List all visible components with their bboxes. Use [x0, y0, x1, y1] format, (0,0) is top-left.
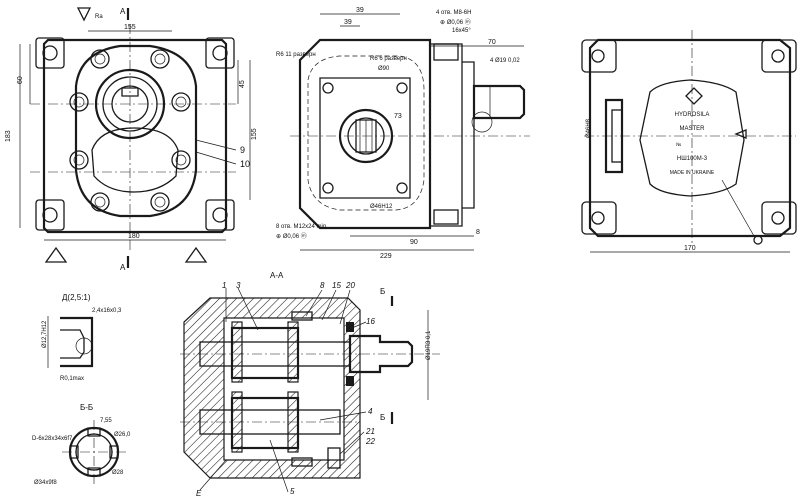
side-view: 39 39 229 90 8 70 73 R6 6 разверн R6 11 … — [276, 7, 530, 260]
dim-16x45: 16x45° — [452, 28, 471, 34]
number-label: № — [676, 142, 681, 148]
callout-9: 9 — [240, 145, 245, 155]
callout-1: 1 — [222, 281, 226, 290]
bb-label-e: 7,55 — [100, 418, 112, 424]
detail-d-title: Д(2,5:1) — [62, 293, 91, 302]
dim-183: 183 — [5, 130, 12, 142]
dim-70: 70 — [488, 39, 496, 46]
dim-73: 73 — [394, 113, 402, 120]
bb-label-d: Ø34x9f8 — [34, 480, 57, 486]
dim-39a: 39 — [356, 7, 364, 14]
bb-label-b: Ø26,0 — [114, 432, 131, 438]
brand-label: HYDROSILA — [675, 112, 710, 118]
section-bb-title: Б-Б — [80, 403, 93, 412]
section-bb: Б-Б 7,55 Ø26,0 D-6x28x34x6f7 Ø28 Ø34x9f8 — [32, 403, 131, 486]
front-view: 155 183 60 45 155 180 9 10 Ra A A — [5, 7, 258, 272]
dim-90: 90 — [410, 239, 418, 246]
dim-155v: 155 — [251, 128, 258, 140]
origin-label: MADE IN UKRAINE — [670, 170, 715, 176]
callout-e: Е — [196, 489, 202, 498]
dim-phi-shaft: Ø19ПЗ 0,1 — [426, 330, 432, 360]
detail-label-a: 2,4x16x0,3 — [92, 308, 122, 314]
callout-16: 16 — [366, 317, 375, 326]
dim-229: 229 — [380, 253, 392, 260]
rear-dim-phi: Ø46H8 — [586, 118, 592, 138]
section-callouts: 1 3 8 15 20 16 4 21 22 5 Е — [196, 281, 375, 498]
dim-155: 155 — [124, 24, 136, 31]
dim-8: 8 — [476, 229, 480, 236]
section-b-bottom: Б — [380, 413, 385, 422]
bore-label: R6 6 разверн — [370, 56, 407, 62]
callout-15: 15 — [332, 281, 341, 290]
bore-label-2: R6 11 разверн — [276, 52, 316, 58]
bb-label-c: Ø28 — [112, 470, 124, 476]
tolerance-2: ⊕ Ø0,06 ⓜ — [276, 232, 307, 240]
section-mark-bottom: A — [120, 263, 126, 272]
dim-45: 45 — [239, 80, 246, 88]
callout-4: 4 — [368, 407, 373, 416]
flange-phi: Ø46H12 — [370, 204, 393, 210]
callout-21: 21 — [365, 427, 375, 436]
dim-170: 170 — [684, 245, 696, 252]
bolt-label: 8 отв. M12x24 min — [276, 224, 326, 230]
roughness-label: Ra — [95, 14, 103, 20]
dim-39b: 39 — [344, 19, 352, 26]
front-bolt-holes — [69, 49, 191, 212]
callout-20: 20 — [345, 281, 355, 290]
rear-view: HYDROSILA MASTER № НШ100М-3 MADE IN UKRA… — [581, 30, 797, 253]
section-b-top: Б — [380, 287, 385, 296]
shaft-label: 4 Ø19 0,02 — [490, 58, 520, 64]
callout-10: 10 — [240, 159, 250, 169]
section-aa-title: А-А — [270, 271, 284, 280]
section-mark-top: A — [120, 7, 126, 16]
detail-label-b: Ø12,7H12 — [42, 320, 48, 348]
detail-label-c: R0,1max — [60, 376, 84, 382]
bore-phi: Ø90 — [378, 66, 390, 72]
bb-label-a: D-6x28x34x6f7 — [32, 436, 73, 442]
callout-3: 3 — [236, 281, 241, 290]
callout-5: 5 — [290, 487, 295, 496]
model-label: MASTER — [679, 126, 705, 132]
tolerance: ⊕ Ø0,06 ⓜ — [440, 18, 471, 26]
callout-22: 22 — [365, 437, 375, 446]
section-aa: А-А Б Б Ø19ПЗ 0,1 — [180, 271, 440, 498]
code-label: НШ100М-3 — [677, 156, 708, 162]
callout-8: 8 — [320, 281, 325, 290]
dim-180: 180 — [128, 233, 140, 240]
dim-60: 60 — [17, 76, 24, 84]
detail-d: Д(2,5:1) Ø12,7H12 2,4x16x0,3 R0,1max — [42, 293, 122, 382]
thread-label: 4 отв. M8-6H — [436, 10, 471, 16]
